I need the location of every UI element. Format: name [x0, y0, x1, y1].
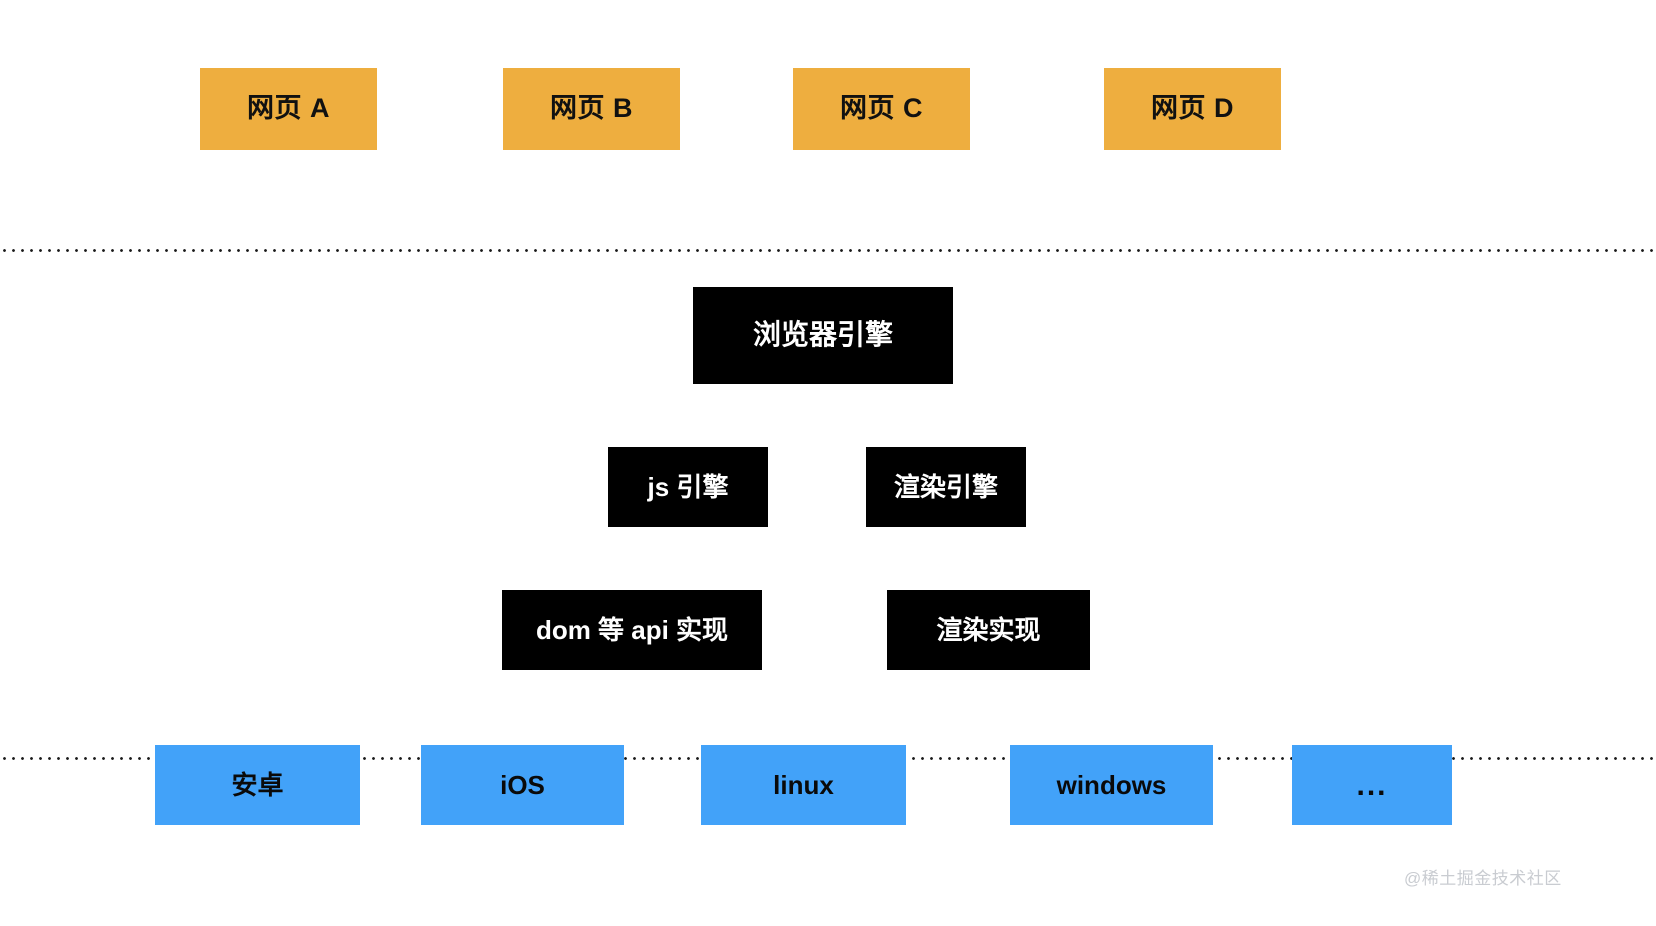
box-web-page-b: 网页 B [503, 68, 680, 150]
box-label: linux [773, 769, 834, 800]
box-label: 浏览器引擎 [752, 319, 893, 351]
box-os-android: 安卓 [155, 745, 360, 825]
box-web-page-c: 网页 C [793, 68, 970, 150]
box-label: 网页 A [247, 93, 330, 124]
box-label: 网页 D [1151, 93, 1234, 124]
box-os-linux: linux [701, 745, 906, 825]
box-dom-api-implementation: dom 等 api 实现 [502, 590, 762, 670]
box-label: 安卓 [231, 769, 284, 800]
box-render-implementation: 渲染实现 [887, 590, 1090, 670]
box-label: iOS [500, 769, 545, 800]
box-web-page-a: 网页 A [200, 68, 377, 150]
box-render-engine: 渲染引擎 [866, 447, 1026, 527]
box-label: 网页 C [840, 93, 923, 124]
divider-pages-engine [0, 249, 1656, 252]
box-label: js 引擎 [647, 471, 729, 502]
box-label: ... [1356, 768, 1388, 802]
box-label: 渲染引擎 [893, 471, 998, 502]
box-label: 网页 B [550, 93, 633, 124]
box-label: 渲染实现 [936, 614, 1041, 645]
box-label: dom 等 api 实现 [535, 614, 729, 645]
box-browser-engine: 浏览器引擎 [693, 287, 953, 384]
box-web-page-d: 网页 D [1104, 68, 1281, 150]
box-label: windows [1056, 769, 1167, 800]
watermark: @稀土掘金技术社区 [1404, 869, 1562, 888]
box-os-more: ... [1292, 745, 1452, 825]
box-js-engine: js 引擎 [608, 447, 768, 527]
box-os-windows: windows [1010, 745, 1213, 825]
box-os-ios: iOS [421, 745, 624, 825]
